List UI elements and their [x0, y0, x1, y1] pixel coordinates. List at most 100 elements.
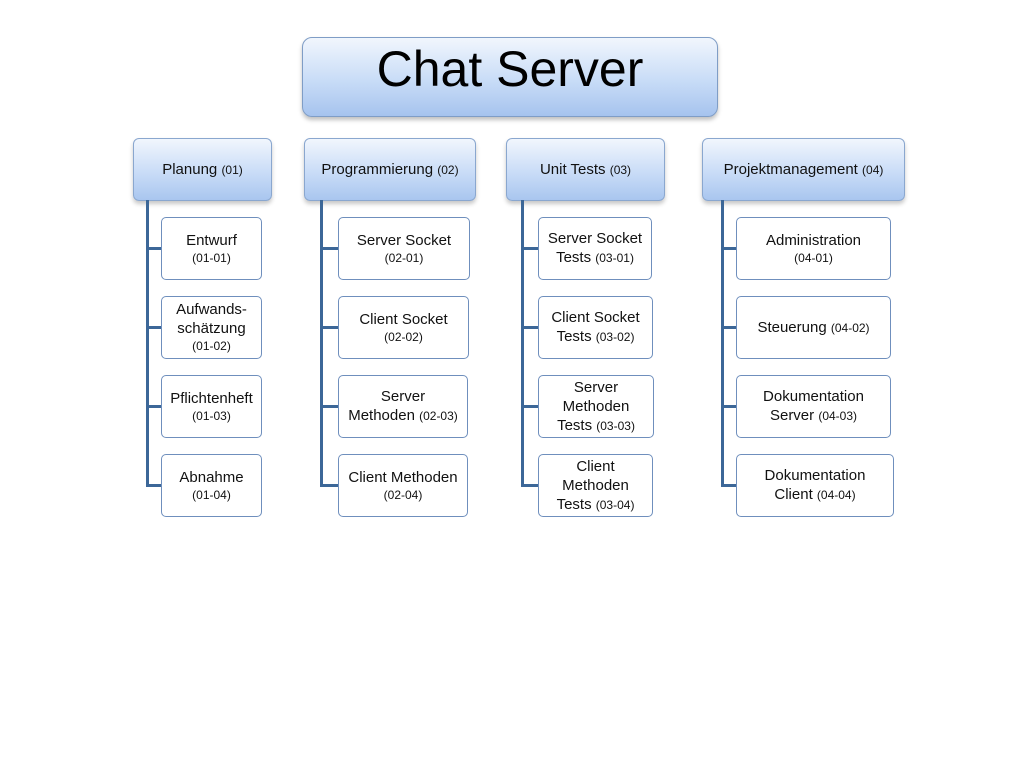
work-package-line: Pflichtenheft	[170, 389, 253, 408]
work-package-box: Aufwands-schätzung(01-02)	[161, 296, 262, 359]
work-package-label: Client Socket	[551, 309, 640, 326]
work-package-label: Tests	[557, 416, 593, 434]
work-package-label: Client	[576, 457, 615, 475]
work-package-line: Tests (03-02)	[557, 327, 635, 347]
connector-trunk	[146, 200, 149, 487]
diagram-title: Chat Server	[376, 41, 644, 97]
connector-trunk	[320, 200, 323, 487]
work-package-code: (01-01)	[192, 250, 231, 265]
connector-branch	[320, 326, 338, 329]
work-package-label: Pflichtenheft	[170, 389, 253, 407]
work-package-box: Client Socket(02-02)	[338, 296, 469, 359]
work-package-line: Client Methoden	[348, 468, 457, 487]
work-package-code-line: (04-01)	[794, 250, 833, 267]
work-package-label: Steuerung	[757, 318, 827, 336]
connector-branch	[320, 405, 338, 408]
work-package-line: Entwurf	[186, 231, 237, 250]
work-package-line: Client Socket	[359, 310, 447, 329]
connector-branch	[521, 326, 538, 329]
work-package-code: (02-04)	[383, 487, 423, 502]
work-package-line: Server Socket	[548, 229, 642, 248]
work-package-label: Dokumentation	[764, 467, 866, 484]
work-package-code-line: (01-02)	[192, 338, 231, 355]
work-package-code: (01-03)	[192, 408, 231, 423]
work-package-line: Server	[574, 378, 618, 397]
work-package-code: (04-04)	[816, 488, 856, 502]
work-package-code: (01-02)	[192, 339, 231, 353]
connector-branch	[721, 405, 736, 408]
work-package-code: (01-04)	[192, 487, 231, 502]
work-package-label: Server	[769, 407, 815, 424]
work-package-line: Client Socket	[551, 308, 639, 327]
work-package-label: Client	[774, 486, 813, 503]
work-package-code: (02-02)	[384, 329, 423, 344]
work-package-code: (03-02)	[595, 330, 635, 344]
connector-trunk	[521, 200, 524, 487]
work-package-line: Methoden	[562, 476, 629, 495]
work-package-code: (04-01)	[794, 250, 833, 265]
work-package-line: Dokumentation	[765, 466, 866, 485]
work-package-code-line: (02-02)	[384, 329, 423, 346]
work-package-line: Server (04-03)	[770, 406, 857, 426]
work-package-code: (04-02)	[830, 320, 870, 335]
work-package-label: Entwurf	[186, 231, 237, 249]
work-package-code: (03-01)	[595, 251, 634, 265]
connector-branch	[146, 247, 161, 250]
work-package-line: Steuerung (04-02)	[757, 318, 869, 338]
diagram-title-box: Chat Server	[302, 37, 718, 117]
work-package-code: (04-03)	[818, 409, 858, 423]
category-label: Programmierung	[321, 161, 434, 178]
work-package-label: Methoden	[348, 407, 415, 424]
work-package-line: Tests (03-03)	[557, 416, 635, 436]
category-text: Projektmanagement (04)	[724, 161, 884, 178]
work-package-label: Administration	[765, 231, 862, 249]
work-package-label: Server	[573, 378, 619, 396]
connector-branch	[521, 405, 538, 408]
work-package-code-line: (01-01)	[192, 250, 231, 267]
category-code: (04)	[862, 163, 884, 177]
connector-branch	[320, 247, 338, 250]
work-package-line: Server Socket	[357, 231, 451, 250]
work-package-line: Aufwands-	[176, 300, 247, 319]
category-code: (01)	[221, 163, 243, 177]
connector-branch	[721, 247, 736, 250]
work-package-label: Methoden	[562, 397, 630, 415]
work-package-label: Client Socket	[359, 310, 448, 328]
category-code: (03)	[609, 163, 632, 177]
work-package-box: Abnahme(01-04)	[161, 454, 262, 517]
work-package-line: Tests (03-04)	[557, 495, 635, 515]
work-package-line: Abnahme	[179, 468, 243, 487]
connector-branch	[146, 326, 161, 329]
work-package-line: Methoden (02-03)	[348, 406, 458, 426]
connector-trunk	[721, 200, 724, 487]
category-box: Programmierung (02)	[304, 138, 476, 201]
work-package-box: Entwurf(01-01)	[161, 217, 262, 280]
work-package-box: Client Methoden(02-04)	[338, 454, 468, 517]
work-package-code: (03-04)	[595, 497, 635, 512]
connector-branch	[146, 484, 161, 487]
category-code: (02)	[437, 163, 459, 177]
work-package-code-line: (01-03)	[192, 408, 231, 425]
work-package-code-line: (01-04)	[192, 487, 231, 504]
work-package-box: Pflichtenheft(01-03)	[161, 375, 262, 438]
work-package-label: Aufwands-	[176, 301, 247, 318]
work-package-box: Administration(04-01)	[736, 217, 891, 280]
category-text: Planung (01)	[162, 161, 243, 178]
category-box: Planung (01)	[133, 138, 272, 201]
connector-branch	[721, 326, 736, 329]
work-package-code-line: (02-01)	[385, 250, 424, 267]
work-package-label: Tests	[556, 495, 592, 513]
work-package-box: Server Socket(02-01)	[338, 217, 470, 280]
work-package-label: Tests	[556, 249, 592, 266]
work-package-label: Tests	[556, 328, 592, 345]
work-package-line: Client (04-04)	[774, 485, 855, 505]
connector-branch	[521, 484, 538, 487]
work-package-code: (03-03)	[596, 418, 635, 433]
